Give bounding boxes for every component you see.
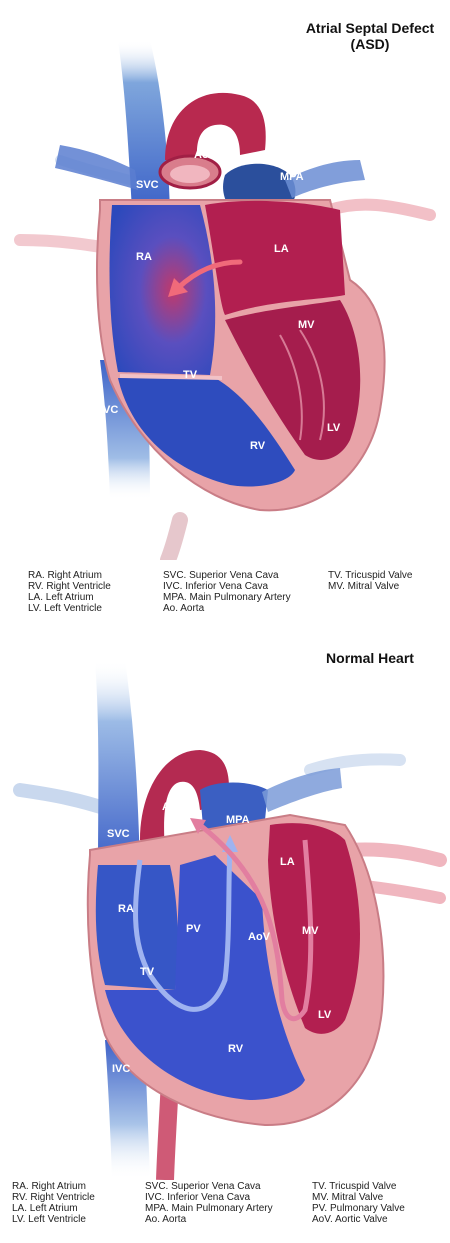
mitral-chordae	[299, 329, 325, 441]
left-heart-chambers	[268, 823, 360, 1034]
right-atrium	[109, 205, 216, 375]
asd-heart-illustration: SVC Ao MPA RA LA MV TV IVC RV LV	[14, 40, 436, 560]
flow-arrow-head	[190, 818, 206, 834]
left-atrium	[205, 200, 345, 315]
pulmonary-branch	[262, 768, 342, 812]
label-tv: TV	[140, 966, 155, 978]
aorta-arch	[140, 750, 230, 850]
normal-legend-col3: TV. Tricuspid Valve MV. Mitral Valve PV.…	[312, 1181, 405, 1225]
normal-title: Normal Heart	[326, 650, 414, 666]
mitral-chordae	[279, 334, 303, 441]
asd-title: Atrial Septal Defect (ASD)	[305, 20, 435, 52]
right-ventricle	[105, 855, 305, 1100]
label-ra: RA	[118, 903, 134, 915]
label-ra: RA	[136, 251, 152, 263]
label-ivc: IVC	[100, 404, 118, 416]
label-rv: RV	[228, 1043, 244, 1055]
oxygenated-flow-path	[198, 823, 314, 1022]
label-lv: LV	[327, 422, 341, 434]
normal-heart-panel: Normal Heart	[0, 640, 450, 1243]
label-la: LA	[280, 856, 295, 868]
label-mv: MV	[298, 319, 315, 331]
asd-diagram-panel: Atrial Septal Defect (ASD)	[14, 20, 436, 614]
left-vein-branch	[55, 145, 138, 190]
label-ao: Ao	[162, 801, 177, 813]
label-mpa: MPA	[226, 814, 250, 826]
label-tv: TV	[183, 369, 198, 381]
label-aov: AoV	[248, 931, 271, 943]
label-mv: MV	[302, 925, 319, 937]
pulmonary-branch	[285, 160, 365, 198]
label-lv: LV	[318, 1009, 332, 1021]
aorta-arch	[165, 92, 266, 165]
vessel-branch	[13, 783, 117, 817]
label-svc: SVC	[107, 828, 130, 840]
tricuspid-annulus	[119, 374, 223, 380]
normal-heart-illustration: Ao MPA SVC LA RA PV AoV MV TV LV RV IVC	[13, 660, 447, 1180]
aorta-lumen	[170, 165, 210, 183]
label-ivc: IVC	[112, 1063, 130, 1075]
left-ventricle	[225, 300, 361, 460]
label-mpa: MPA	[280, 171, 304, 183]
label-svc: SVC	[136, 179, 159, 191]
asd-legend-col3: TV. Tricuspid Valve MV. Mitral Valve	[328, 570, 413, 592]
blood-flow-path	[133, 844, 233, 1012]
label-ao: Ao	[194, 149, 209, 161]
normal-legend-col1: RA. Right Atrium RV. Right Ventricle LA.…	[12, 1181, 95, 1225]
normal-legend-col2: SVC. Superior Vena Cava IVC. Inferior Ve…	[145, 1181, 273, 1225]
label-pv: PV	[186, 923, 201, 935]
svc-vessel	[95, 660, 140, 865]
svc-vessel	[118, 40, 170, 210]
label-rv: RV	[250, 440, 266, 452]
asd-legend-col1: RA. Right Atrium RV. Right Ventricle LA.…	[28, 570, 111, 614]
asd-legend-col2: SVC. Superior Vena Cava IVC. Inferior Ve…	[163, 570, 291, 614]
vessel-branch	[304, 753, 406, 776]
right-ventricle	[118, 378, 295, 487]
vessel-branch	[160, 512, 188, 560]
shunt-arrow	[175, 259, 243, 291]
vessel-branch	[324, 198, 436, 221]
shunt-arrow-head	[168, 278, 188, 297]
label-la: LA	[274, 243, 289, 255]
